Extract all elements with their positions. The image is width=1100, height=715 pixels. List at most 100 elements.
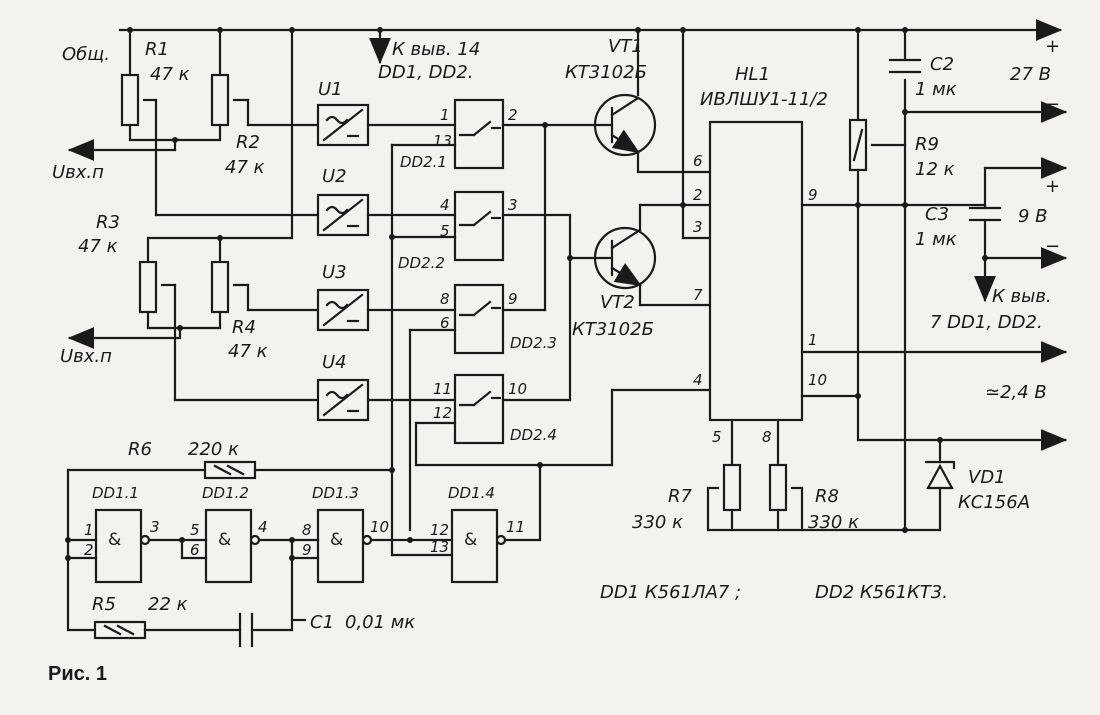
HL1-ref: HL1 [735, 64, 770, 85]
v24-label: ≃2,4 В [985, 382, 1047, 403]
input-top-label: Uвх.п [52, 162, 104, 183]
DD2.4-pin-out: 10 [508, 380, 527, 398]
R4-ref: R4 [232, 317, 256, 338]
U3-ref: U3 [322, 262, 347, 283]
DD1.3-pin-out: 10 [370, 518, 389, 536]
DD1.2 [180, 508, 294, 584]
DD1.4 [390, 463, 542, 584]
plus-mid: + [1045, 176, 1060, 197]
HL1-value: ИВЛШУ1-11/2 [700, 89, 828, 110]
DD2.2 [453, 190, 572, 262]
R9 [848, 118, 907, 442]
input-bottom-label: Uвх.п [60, 346, 112, 367]
R6-ref: R6 [128, 439, 152, 460]
R8-ref: R8 [815, 486, 839, 507]
DD1.1 [66, 508, 184, 584]
DD1.4-pin-in2: 13 [430, 538, 449, 556]
U1-ref: U1 [318, 79, 343, 100]
DD2.1-ref: DD2.1 [400, 153, 447, 171]
DD2.2-pin-ctl: 5 [440, 222, 450, 240]
R4 [210, 260, 320, 330]
C1 [238, 612, 307, 648]
VD1-value: КС156А [958, 492, 1030, 513]
DD2.4-pin-ctl: 12 [433, 404, 452, 422]
DD1.3 [290, 508, 412, 632]
R6 [203, 460, 394, 480]
common-label: Общ. [62, 44, 110, 65]
R9-value: 12 к [915, 159, 955, 180]
VD1 [924, 438, 956, 532]
C2-ref: C2 [930, 54, 954, 75]
R7-ref: R7 [668, 486, 693, 507]
DD2.1-pin-in: 1 [440, 106, 450, 124]
U3 [316, 288, 457, 332]
minus-mid: − [1045, 236, 1060, 257]
DD1.3-symbol: & [330, 530, 343, 550]
VT2-ref: VT2 [600, 292, 635, 313]
DD2.1-pin-out: 2 [508, 106, 518, 124]
HL1-pin-2: 2 [693, 186, 703, 204]
VT1 [593, 93, 712, 174]
C1-ref: C1 [310, 612, 334, 633]
DD1.4-pin-out: 11 [506, 518, 525, 536]
VT1-value: КТ3102Б [565, 62, 647, 83]
HL1-pin-1: 1 [808, 331, 818, 349]
C2-value: 1 мк [915, 79, 957, 100]
pin14-chips-label: DD1, DD2. [378, 62, 474, 83]
v9-label: 9 В [1018, 206, 1048, 227]
R1 [120, 73, 320, 217]
DD1.2-ref: DD1.2 [202, 484, 249, 502]
R3 [138, 260, 320, 402]
HL1-pin-5: 5 [712, 428, 722, 446]
R6-value: 220 к [188, 439, 239, 460]
DD1.1-pin-out: 3 [150, 518, 160, 536]
DD2.3-pin-in: 8 [440, 290, 450, 308]
plus-top: + [1045, 36, 1060, 57]
DD1.1-ref: DD1.1 [92, 484, 139, 502]
DD1.4-pin-in1: 12 [430, 521, 449, 539]
figure-caption: Рис. 1 [48, 663, 107, 685]
U2-ref: U2 [322, 166, 347, 187]
VD1-ref: VD1 [968, 467, 1006, 488]
HL1-pin-8: 8 [762, 428, 772, 446]
DD2.3-pin-ctl: 6 [440, 314, 450, 332]
R1-ref: R1 [145, 39, 169, 60]
DD1.2-pin-in2: 6 [190, 541, 200, 559]
C3-ref: C3 [925, 204, 949, 225]
U1 [316, 103, 457, 147]
pin7-label: К выв. [992, 286, 1052, 307]
R5-value: 22 к [148, 594, 188, 615]
VT1-ref: VT1 [608, 36, 643, 57]
HL1-pin-6: 6 [693, 152, 703, 170]
DD1.3-pin-in1: 8 [302, 521, 312, 539]
HL1 [708, 120, 804, 422]
DD2.3 [453, 283, 547, 355]
HL1-pin-4: 4 [693, 371, 703, 389]
v27-label: 27 В [1010, 64, 1051, 85]
VT2 [593, 203, 712, 307]
DD1.2-pin-in1: 5 [190, 521, 200, 539]
R9-ref: R9 [915, 134, 939, 155]
C2 [888, 58, 922, 74]
HL1-pin-3: 3 [693, 218, 703, 236]
R5 [93, 620, 242, 640]
HL1-pin-7: 7 [693, 286, 703, 304]
VT2-value: КТ3102Б [572, 319, 654, 340]
R2-value: 47 к [225, 157, 265, 178]
chips-note-1: DD1 К561ЛА7 ; [600, 582, 741, 603]
U2 [316, 193, 457, 237]
pin7-chips-label: 7 DD1, DD2. [930, 312, 1043, 333]
R7 [706, 418, 742, 532]
U4-ref: U4 [322, 352, 347, 373]
DD2.2-ref: DD2.2 [398, 254, 445, 272]
DD2.4-pin-in: 11 [433, 380, 452, 398]
R5-ref: R5 [92, 594, 116, 615]
R8-value: 330 к [808, 512, 859, 533]
R7-value: 330 к [632, 512, 683, 533]
R3-ref: R3 [96, 212, 120, 233]
DD1.1-pin-in1: 1 [84, 521, 94, 539]
DD2.2-pin-out: 3 [508, 196, 518, 214]
DD2.4 [453, 373, 572, 445]
DD2.2-pin-in: 4 [440, 196, 450, 214]
